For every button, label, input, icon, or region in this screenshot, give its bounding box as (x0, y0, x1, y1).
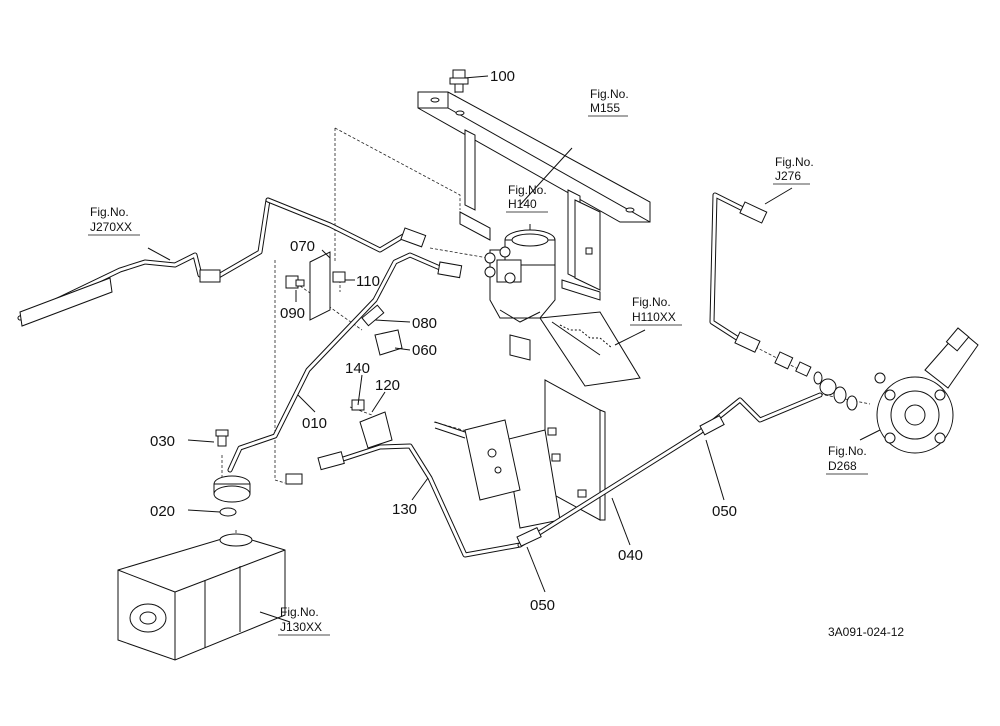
fig-ref-j270xx: Fig.No. J270XX (88, 205, 140, 236)
fig-ref-h140: Fig.No. H140 (506, 183, 548, 213)
label-050-lower: 050 (530, 597, 555, 614)
hose-clamp-050-upper (699, 414, 725, 436)
leader-lines (147, 75, 881, 623)
label-110: 110 (356, 273, 380, 290)
fig-ref-h140-bottom: H140 (508, 197, 537, 211)
fig-ref-h110xx: Fig.No. H110XX (630, 295, 682, 326)
bolt-100 (449, 69, 469, 93)
fig-ref-m155: Fig.No. M155 (588, 87, 629, 117)
label-080: 080 (412, 315, 437, 332)
drawing-code: 3A091-024-12 (828, 625, 904, 639)
label-040: 040 (618, 547, 643, 564)
bracket-120 (359, 411, 393, 449)
fig-ref-d268-top: Fig.No. (828, 444, 867, 458)
fig-ref-m155-top: Fig.No. (590, 87, 629, 101)
hose-clamp-050-lower (516, 527, 542, 547)
hydraulic-gear-pump (117, 533, 286, 661)
bolt-090 (285, 275, 305, 289)
fig-ref-j130xx: Fig.No. J130XX (278, 605, 330, 636)
fig-ref-h110xx-top: Fig.No. (632, 295, 671, 309)
label-050-upper: 050 (712, 503, 737, 520)
clip-060 (374, 329, 403, 356)
pipe-010 (227, 252, 463, 473)
fig-ref-j130xx-bottom: J130XX (280, 620, 322, 634)
nut-110 (332, 271, 346, 283)
pump-flange (213, 429, 251, 517)
clamp-080 (361, 304, 385, 327)
label-010: 010 (302, 415, 327, 432)
label-070: 070 (290, 238, 315, 255)
label-130: 130 (392, 501, 417, 518)
fig-ref-j270xx-top: Fig.No. (90, 205, 129, 219)
fig-ref-h110xx-bottom: H110XX (632, 310, 676, 324)
part-labels: 100 070 110 090 080 060 140 120 010 030 … (150, 68, 737, 614)
steering-cylinder-unit (874, 327, 979, 454)
label-100: 100 (490, 68, 515, 85)
figure-references: Fig.No. M155 Fig.No. J276 Fig.No. H140 F… (88, 87, 868, 636)
pipe-130 (285, 443, 523, 558)
fig-ref-j276: Fig.No. J276 (773, 155, 814, 185)
fig-ref-j270xx-bottom: J270XX (90, 220, 132, 234)
fig-ref-m155-bottom: M155 (590, 101, 620, 115)
bracket-070 (309, 251, 331, 321)
column-support-plate (434, 311, 641, 529)
label-060: 060 (412, 342, 437, 359)
fig-ref-h140-top: Fig.No. (508, 183, 547, 197)
label-140: 140 (345, 360, 370, 377)
return-pipe-left (17, 197, 427, 327)
label-020: 020 (150, 503, 175, 520)
fig-ref-j276-bottom: J276 (775, 169, 801, 183)
pipe-040 (517, 378, 858, 548)
steering-frame-bracket (417, 91, 651, 301)
fig-ref-d268-bottom: D268 (828, 459, 857, 473)
fig-ref-j276-top: Fig.No. (775, 155, 814, 169)
label-090: 090 (280, 305, 305, 322)
fig-ref-j130xx-top: Fig.No. (280, 605, 319, 619)
pipe-to-j276 (709, 192, 823, 385)
label-120: 120 (375, 377, 400, 394)
label-030: 030 (150, 433, 175, 450)
fig-ref-d268: Fig.No. D268 (826, 444, 868, 475)
steering-control-valve (484, 229, 556, 323)
